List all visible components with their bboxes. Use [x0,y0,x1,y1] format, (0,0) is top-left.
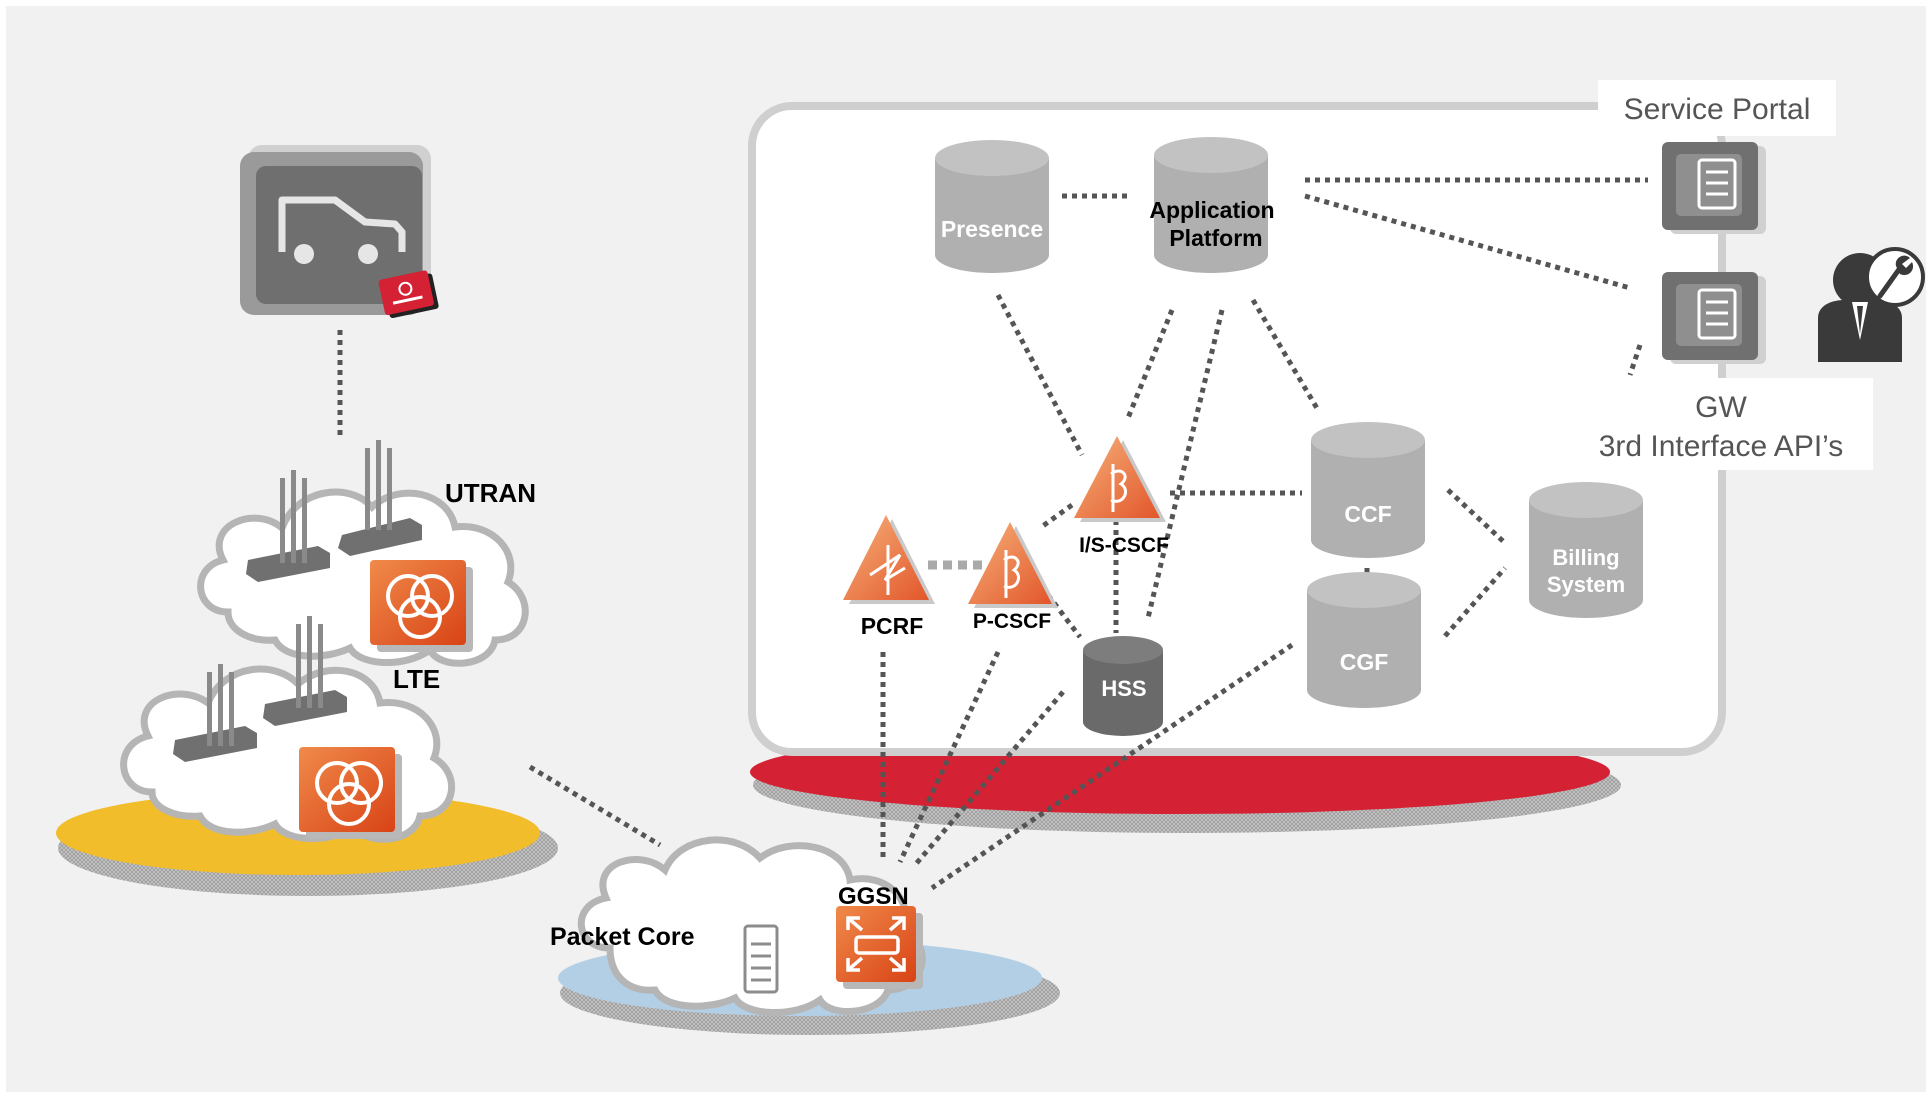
application-platform-label-line1: Application [1149,197,1274,223]
ccf-database: CCF [1311,422,1425,558]
billing-system-database: Billing System [1529,482,1643,618]
wrench-icon [1865,247,1925,307]
antenna-icon [246,470,330,582]
server-icon [743,924,779,994]
p-cscf-node: P-CSCF [968,522,1058,633]
link-iscscf-pcscf [1038,502,1074,531]
radio-node-icon [299,747,402,839]
service-portal-label: Service Portal [1624,93,1811,126]
radio-node-icon [370,560,473,652]
application-platform-label-line2: Platform [1169,225,1262,251]
router-icon [836,906,923,989]
ims-node-icon [1110,464,1127,512]
link-ccf-billing [1446,488,1507,545]
gw-label-box [1580,378,1873,470]
antenna-icon [173,664,257,762]
cgf-label: CGF [1340,649,1389,675]
link-presence-iscscf [995,293,1085,457]
link-app-ccf [1250,298,1321,412]
pcrf-label: PCRF [861,613,924,639]
car-wheel [358,244,378,264]
antenna-icon [263,616,347,726]
link-pcscf-ggsn [897,650,1001,864]
billing-label-line2: System [1547,572,1625,597]
ccf-label: CCF [1344,501,1391,527]
gw-api: GW 3rd Interface API’s [1580,378,1873,470]
ims-node-icon [869,545,906,595]
gw-label-line2: 3rd Interface API’s [1599,430,1844,463]
presence-database: Presence [935,140,1049,273]
link-app-hss [1145,309,1225,619]
application-platform-database: Application Platform [1149,137,1275,273]
link-cgf-ggsn [930,642,1294,891]
service-portal-label-box [1598,80,1836,136]
utran-label: UTRAN [445,478,536,508]
lte-label: LTE [393,664,440,694]
cgf-database: CGF [1307,572,1421,708]
packet-core-label: Packet Core [550,923,695,951]
is-cscf-node: I/S-CSCF [1074,436,1169,557]
link-hss-ggsn [913,690,1065,867]
ims-node-icon [1003,550,1020,598]
billing-label-line1: Billing [1552,545,1619,570]
sim-card-icon [378,270,439,319]
antenna-icon [338,440,422,556]
pcrf-node: PCRF [843,515,935,639]
gateway-server-icon [1662,142,1766,234]
hss-database: HSS [1083,636,1163,736]
is-cscf-label: I/S-CSCF [1079,534,1169,557]
vehicle-device [240,145,439,319]
service-portal: Service Portal [1598,80,1836,136]
presence-label: Presence [941,216,1043,242]
connections [337,177,1648,891]
radio-access: UTRAN LTE [56,440,558,896]
car-wheel [294,244,314,264]
link-app-gw [1304,193,1631,291]
hss-label: HSS [1101,676,1146,701]
ggsn-label: GGSN [838,883,909,910]
gw-label-line1: GW [1695,391,1747,424]
packet-core: Packet Core GGSN [550,836,1060,1035]
p-cscf-label: P-CSCF [973,610,1051,633]
gateway-server-icon [1662,272,1766,364]
car-icon [278,196,406,252]
